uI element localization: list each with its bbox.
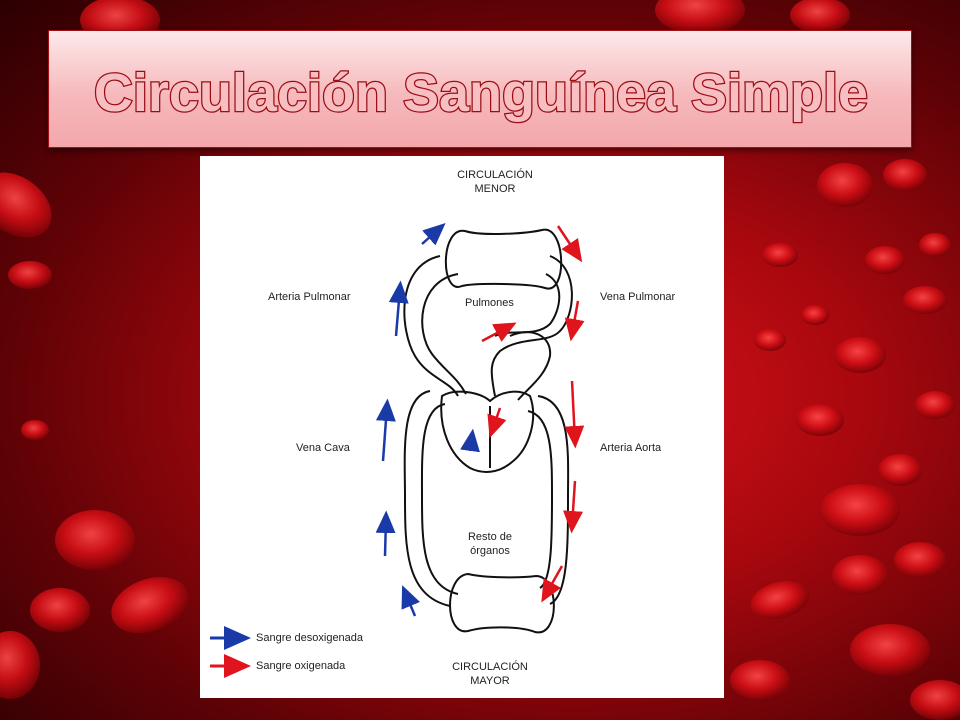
organ-capillaries <box>449 572 555 634</box>
label-resto-organos: Resto de órganos <box>445 530 535 558</box>
label-line: Resto de <box>467 531 513 543</box>
diagram-drawing <box>210 223 585 678</box>
label-line: CIRCULACIÓN <box>452 661 528 673</box>
label-circulacion-mayor: CIRCULACIÓN MAYOR <box>435 660 545 688</box>
legend-oxygenated: Sangre oxigenada <box>256 660 346 672</box>
label-arteria-pulmonar: Arteria Pulmonar <box>268 291 351 303</box>
circulation-diagram: CIRCULACIÓN MENOR Pulmones Arteria Pulmo… <box>200 156 724 698</box>
label-vena-pulmonar: Vena Pulmonar <box>600 291 676 303</box>
heart <box>440 390 535 473</box>
slide-title: Circulación Sanguínea Simple <box>94 63 868 123</box>
lung-capillaries <box>444 228 563 290</box>
label-line: órganos <box>470 545 510 557</box>
label-pulmones: Pulmones <box>465 297 514 309</box>
label-vena-cava: Vena Cava <box>296 442 350 454</box>
label-line: MENOR <box>474 183 516 195</box>
legend-deoxygenated: Sangre desoxigenada <box>256 632 364 644</box>
label-line: CIRCULACIÓN <box>457 169 533 181</box>
label-arteria-aorta: Arteria Aorta <box>600 442 662 454</box>
title-banner: Circulación Sanguínea Simple <box>48 30 912 148</box>
label-line: MAYOR <box>470 675 510 687</box>
label-circulacion-menor: CIRCULACIÓN MENOR <box>440 168 550 196</box>
title-svg: Circulación Sanguínea Simple <box>93 62 870 125</box>
